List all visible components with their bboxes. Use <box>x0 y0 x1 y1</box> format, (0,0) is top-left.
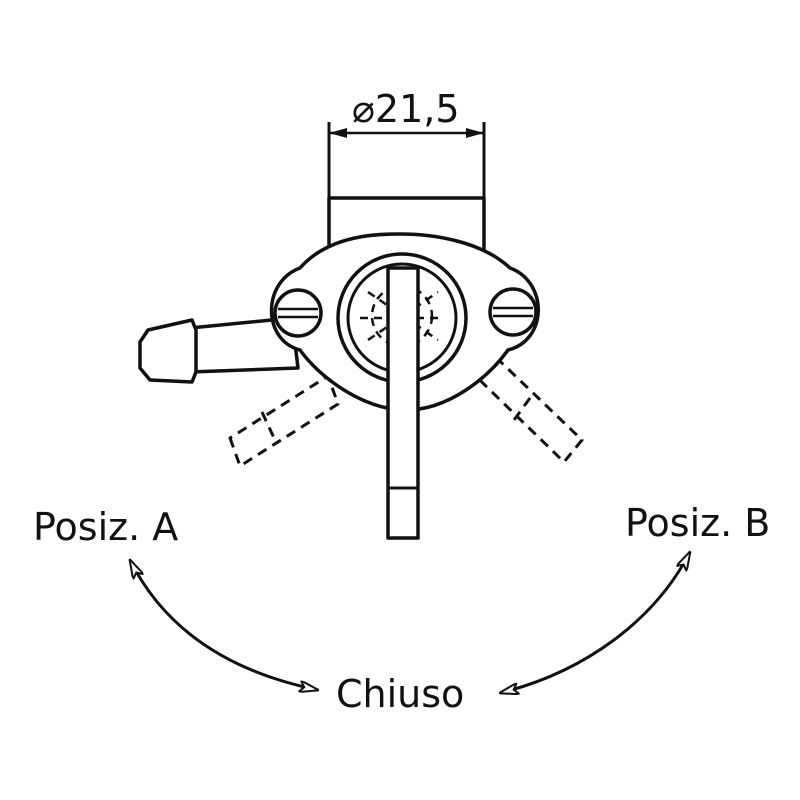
hose-nozzle <box>138 318 198 384</box>
left-screw <box>273 288 323 338</box>
position-a-label: Posiz. A <box>33 505 178 549</box>
tap-body <box>138 196 584 540</box>
closed-label: Chiuso <box>336 672 464 716</box>
diameter-label: ⌀21,5 <box>352 87 460 131</box>
lever-position-a-dashed <box>228 374 340 468</box>
position-b-label: Posiz. B <box>625 501 770 545</box>
diameter-dimension: ⌀21,5 <box>327 87 486 198</box>
arrow-a-to-closed <box>130 560 318 690</box>
lever-handle <box>386 266 420 540</box>
arrow-closed-to-b <box>500 552 690 693</box>
right-screw <box>488 287 538 337</box>
rotation-arrows <box>130 552 690 693</box>
